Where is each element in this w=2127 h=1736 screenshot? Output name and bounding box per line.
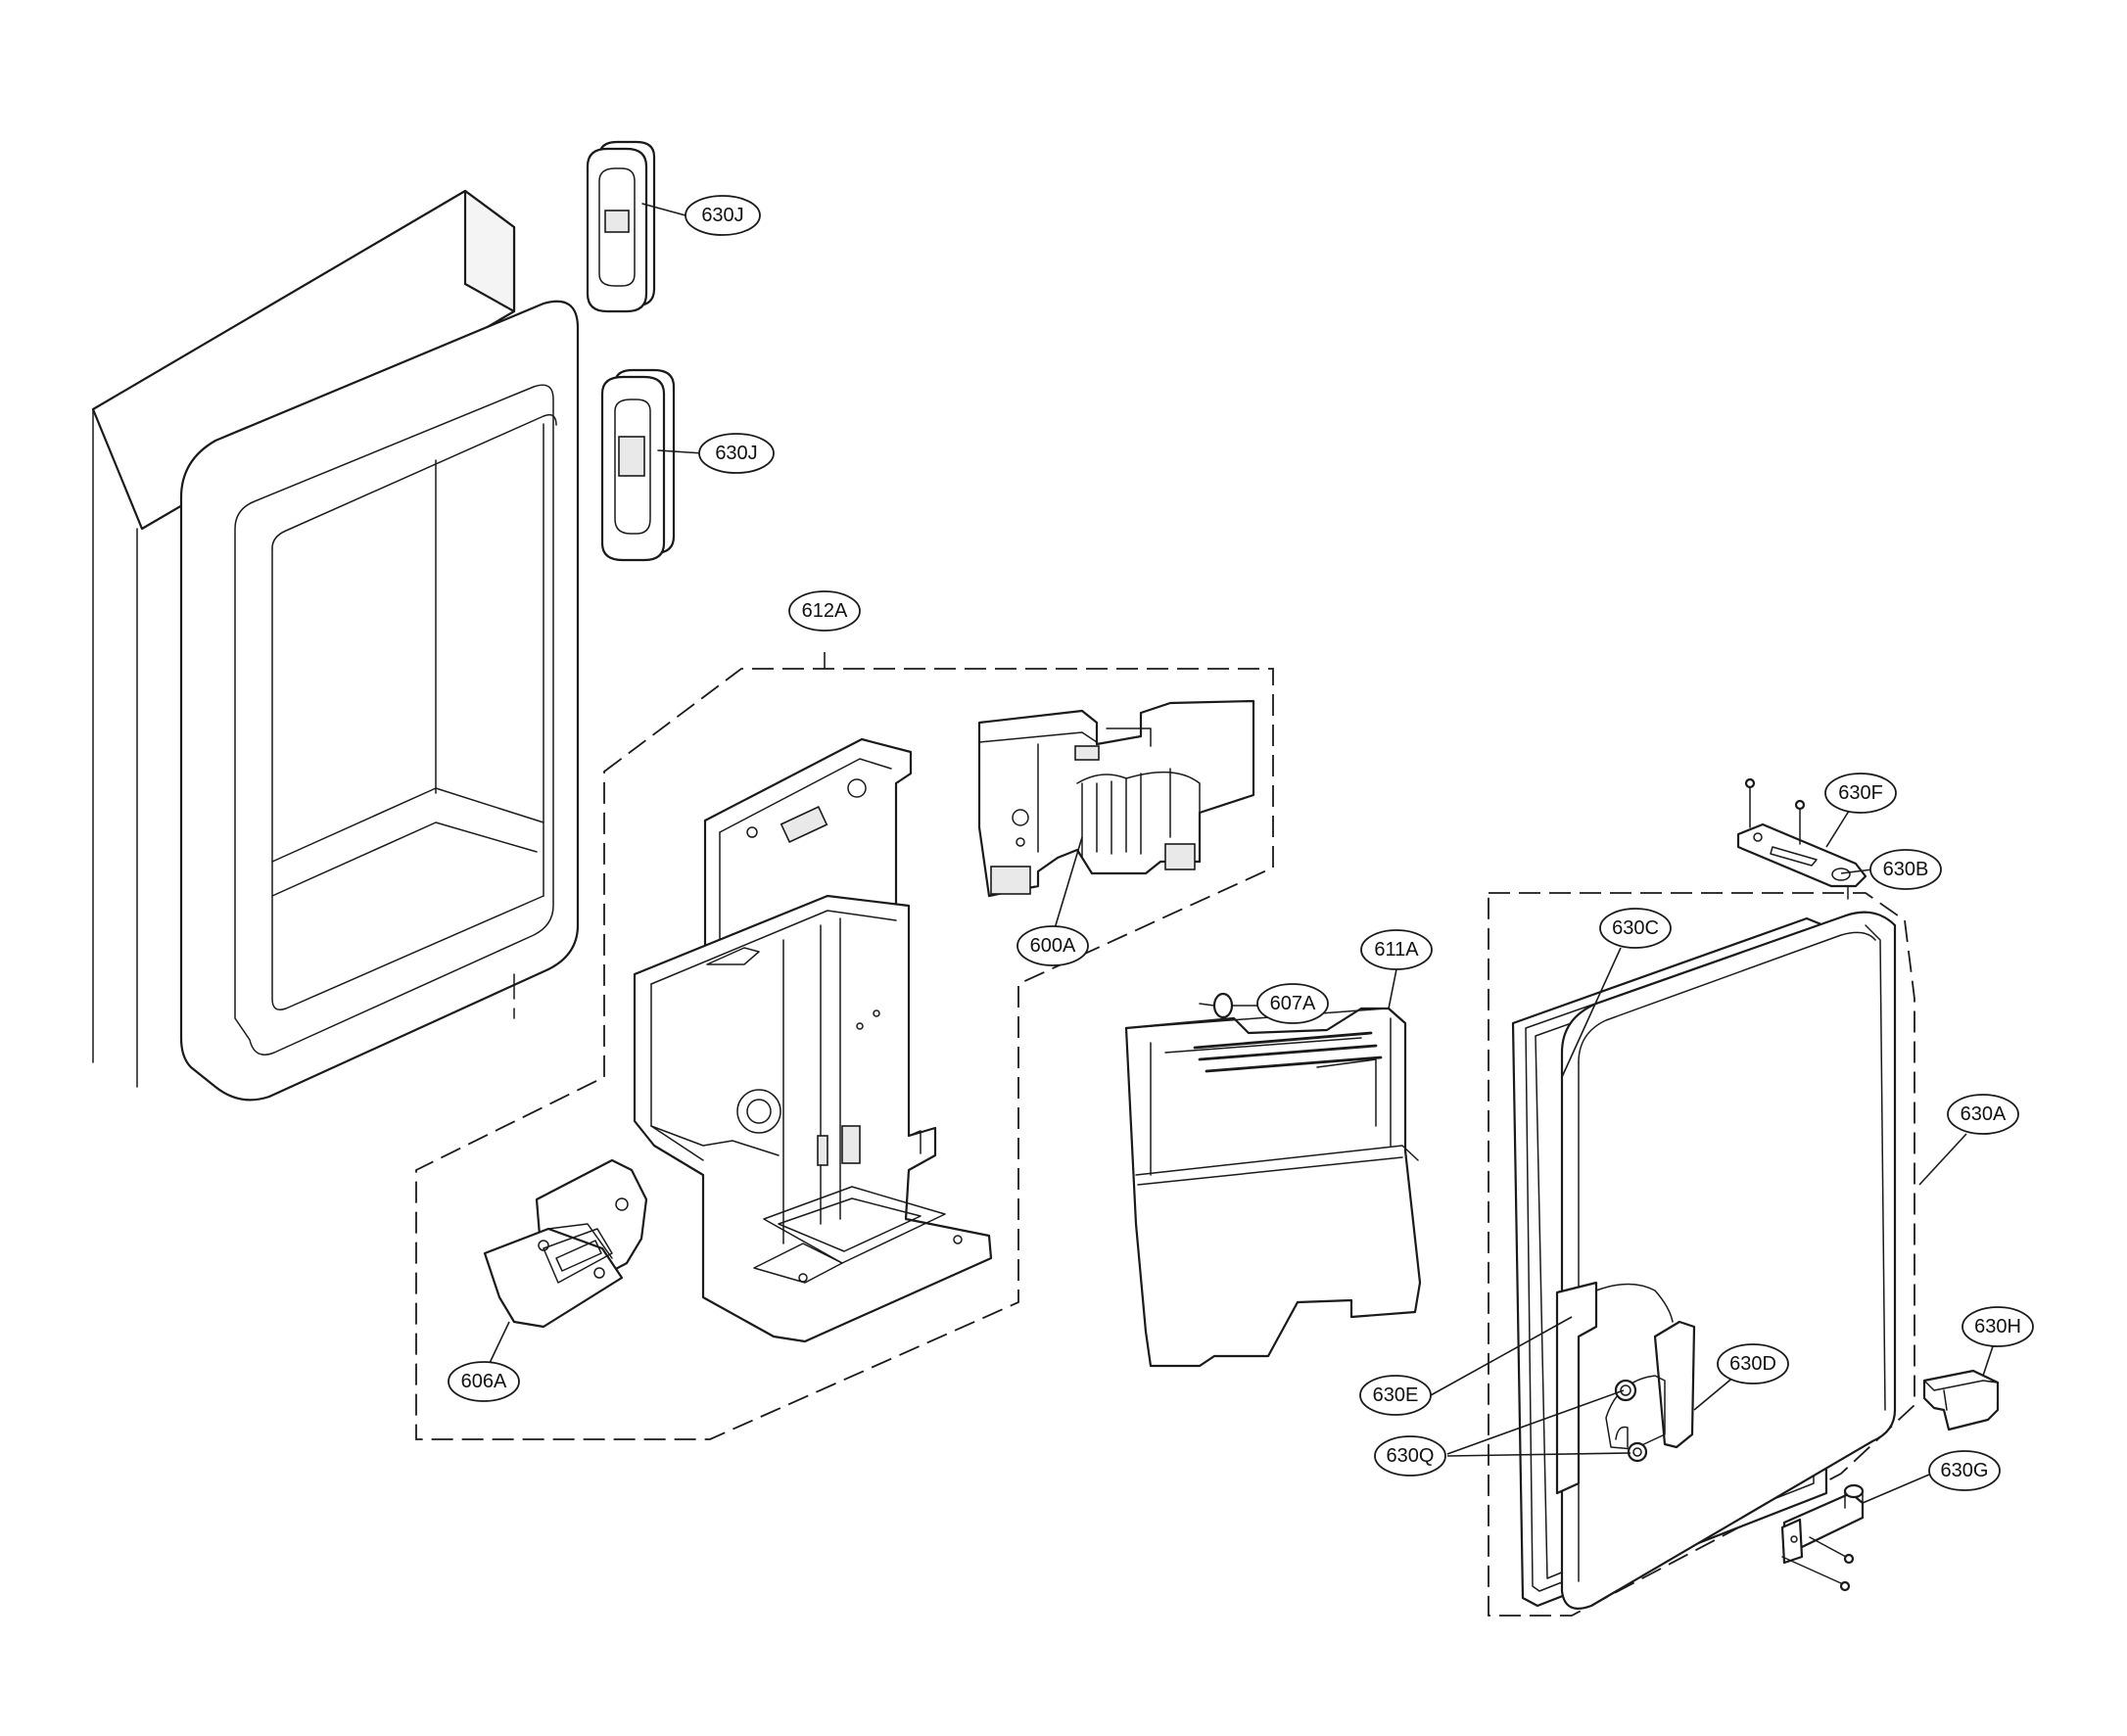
- dispenser-housing: [633, 737, 993, 1343]
- svg-text:630D: 630D: [1729, 1353, 1776, 1375]
- svg-text:600A: 600A: [1030, 935, 1076, 957]
- svg-text:630B: 630B: [1883, 859, 1929, 880]
- svg-text:611A: 611A: [1374, 939, 1419, 961]
- svg-text:630C: 630C: [1612, 917, 1659, 939]
- svg-text:630H: 630H: [1974, 1316, 2021, 1337]
- callout-606a: 606A: [448, 1361, 520, 1402]
- callout-630d: 630D: [1717, 1343, 1789, 1384]
- callout-630h: 630H: [1962, 1306, 2034, 1347]
- callout-630a: 630A: [1947, 1094, 2019, 1135]
- svg-text:630E: 630E: [1373, 1384, 1419, 1406]
- svg-text:607A: 607A: [1270, 993, 1316, 1014]
- svg-text:630Q: 630Q: [1387, 1445, 1435, 1467]
- screw-607a: [1199, 992, 1259, 1019]
- callout-600a: 600A: [1016, 925, 1089, 966]
- callout-630g: 630G: [1928, 1450, 2001, 1491]
- callout-630c: 630C: [1599, 908, 1672, 949]
- dispenser-flap-606a: [483, 1158, 648, 1364]
- door-handle-lever-630d: [1605, 1320, 1696, 1463]
- callout-630e: 630E: [1359, 1375, 1432, 1416]
- callout-630f: 630F: [1824, 773, 1897, 814]
- auger-motor-assembly: [977, 699, 1255, 936]
- hinge-cap-630h: [1922, 1345, 2000, 1431]
- svg-text:606A: 606A: [461, 1371, 507, 1392]
- assembly-boundary-612a: [415, 652, 1274, 1440]
- callout-607a: 607A: [1256, 983, 1329, 1024]
- svg-text:630J: 630J: [715, 443, 757, 464]
- callout-630j-lower: 630J: [698, 433, 775, 474]
- callout-611a: 611A: [1360, 929, 1433, 970]
- lower-hinge-630g: [1780, 1474, 1930, 1592]
- door-panel: [91, 189, 580, 1102]
- svg-text:630A: 630A: [1961, 1103, 2007, 1125]
- handle-cap-630j-lower: [600, 368, 704, 562]
- svg-text:630J: 630J: [701, 205, 743, 226]
- callout-630b: 630B: [1869, 849, 1942, 890]
- cover-panel-611a: [1124, 968, 1422, 1368]
- callout-630j-upper: 630J: [685, 195, 761, 236]
- svg-text:612A: 612A: [802, 600, 848, 622]
- callout-630q: 630Q: [1374, 1435, 1446, 1477]
- inner-door-panel-630b: [1560, 911, 1897, 1610]
- assembly-boundary-630a: [1488, 892, 1915, 1617]
- svg-text:630F: 630F: [1838, 782, 1883, 804]
- latch-bracket-630e: [1555, 1281, 1674, 1495]
- hinge-plate-630f: [1736, 777, 1867, 900]
- callout-612a: 612A: [788, 590, 861, 632]
- svg-text:630G: 630G: [1941, 1460, 1989, 1481]
- handle-cap-630j-upper: [586, 140, 686, 313]
